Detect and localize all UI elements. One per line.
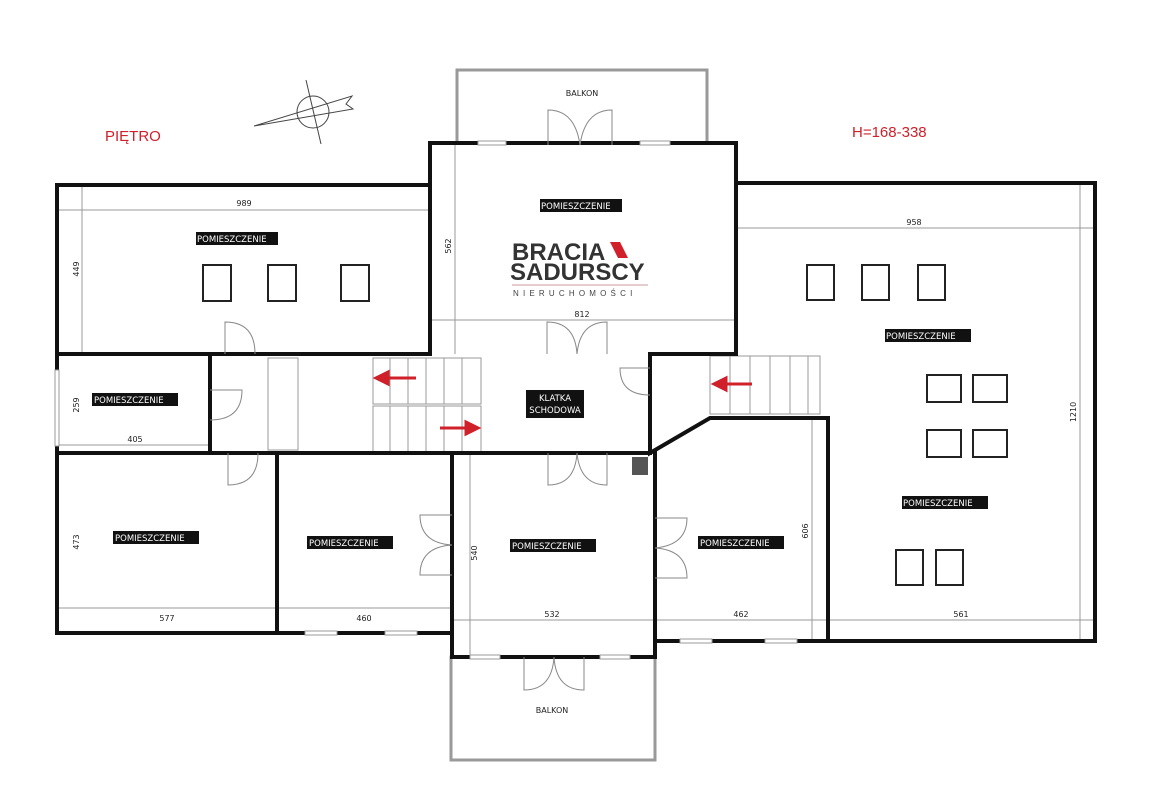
logo-mark-icon xyxy=(610,242,628,258)
dimension: 812 xyxy=(574,310,589,319)
compass-icon xyxy=(253,79,355,145)
logo-line1: BRACIA xyxy=(512,239,605,266)
logo-line3: NIERUCHOMOŚCI xyxy=(513,289,637,298)
dimension: 958 xyxy=(906,218,921,227)
dimension: 561 xyxy=(953,610,968,619)
dimension-lines xyxy=(57,143,1095,657)
height-range: H=168-338 xyxy=(852,124,927,141)
dimension: 606 xyxy=(801,523,810,538)
room-label: POMIESZCZENIE xyxy=(512,542,582,552)
dimension: 259 xyxy=(72,397,81,412)
dimension: 562 xyxy=(444,238,453,253)
stair-arrows xyxy=(372,369,752,437)
staircase-left xyxy=(267,357,482,453)
room-label: POMIESZCZENIE xyxy=(700,539,770,549)
stairwell-label: KLATKA xyxy=(539,394,571,404)
room-labels: POMIESZCZENIE POMIESZCZENIE POMIESZCZENI… xyxy=(92,199,988,552)
dimension: 462 xyxy=(733,610,748,619)
room-label: POMIESZCZENIE xyxy=(309,539,379,549)
logo: BRACIA SADURSCY NIERUCHOMOŚCI xyxy=(510,239,648,298)
logo-line2: SADURSCY xyxy=(510,259,645,286)
dimension: 460 xyxy=(356,614,371,623)
room-label: POMIESZCZENIE xyxy=(541,202,611,212)
dimension: 449 xyxy=(72,261,81,276)
room-label: POMIESZCZENIE xyxy=(115,534,185,544)
doors xyxy=(209,109,688,691)
room-label: POMIESZCZENIE xyxy=(197,235,267,245)
dimension: 532 xyxy=(544,610,559,619)
dimension: 540 xyxy=(470,545,479,560)
balcony-label: BALKON xyxy=(566,89,599,98)
dimension: 473 xyxy=(72,534,81,549)
floor-title: PIĘTRO xyxy=(105,128,161,145)
room-label: POMIESZCZENIE xyxy=(886,332,956,342)
windows xyxy=(54,140,798,660)
balcony-top xyxy=(455,68,709,145)
balcony-label: BALKON xyxy=(536,706,569,715)
dimension: 405 xyxy=(127,435,142,444)
dimension-labels: 989 449 562 812 958 1210 259 405 473 577… xyxy=(72,199,1078,623)
dimension: 1210 xyxy=(1069,402,1078,422)
room-label: POMIESZCZENIE xyxy=(903,499,973,509)
stairwell-label: SCHODOWA xyxy=(529,406,581,416)
dimension: 577 xyxy=(159,614,174,623)
chimney-grate xyxy=(632,457,648,475)
skylights xyxy=(202,264,1008,586)
room-label: POMIESZCZENIE xyxy=(94,396,164,406)
dimension: 989 xyxy=(236,199,251,208)
